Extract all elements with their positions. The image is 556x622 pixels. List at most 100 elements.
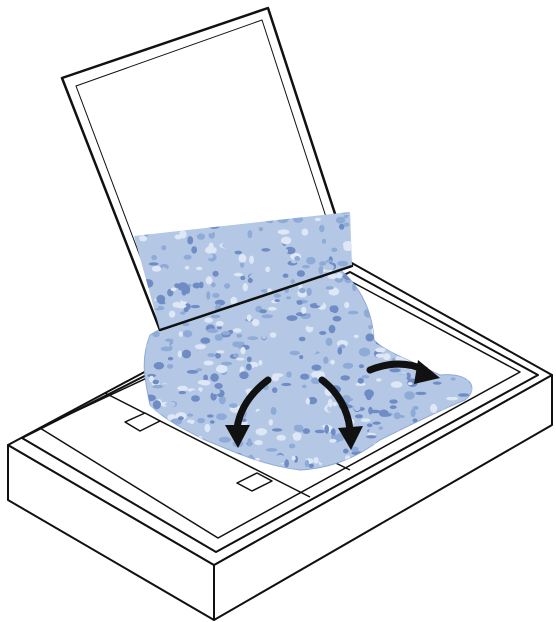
- granule: [206, 276, 213, 284]
- granule: [363, 264, 370, 267]
- granule: [366, 394, 372, 400]
- granule: [298, 380, 307, 385]
- granule: [183, 330, 192, 337]
- granule: [236, 358, 244, 361]
- granule: [235, 251, 242, 255]
- granule: [395, 264, 406, 272]
- granule: [385, 376, 392, 379]
- granule: [247, 438, 251, 447]
- granule: [291, 279, 296, 284]
- granule: [323, 264, 334, 270]
- granule: [383, 353, 391, 360]
- granule: [476, 305, 483, 311]
- granule: [249, 256, 254, 264]
- granule: [282, 293, 286, 299]
- granule: [376, 354, 385, 358]
- granule: [207, 353, 215, 357]
- granule: [294, 256, 300, 261]
- granule: [433, 297, 442, 303]
- granule: [159, 234, 167, 239]
- granule: [302, 265, 310, 268]
- granule: [204, 361, 214, 366]
- granule: [462, 309, 473, 318]
- granule: [197, 327, 206, 335]
- granule: [297, 300, 303, 305]
- granule: [187, 236, 193, 244]
- granule: [292, 401, 297, 407]
- granule: [417, 269, 423, 273]
- granule: [302, 229, 309, 236]
- granule: [266, 448, 278, 452]
- granule: [142, 340, 147, 345]
- granule: [274, 350, 284, 358]
- granule: [265, 259, 272, 265]
- granule: [233, 328, 241, 332]
- granule: [366, 334, 375, 342]
- granule: [278, 229, 290, 234]
- granule: [469, 295, 477, 302]
- granule: [276, 435, 286, 441]
- granule: [422, 263, 429, 269]
- granule: [232, 341, 241, 347]
- granule: [236, 334, 242, 338]
- granule: [290, 351, 300, 356]
- granule: [272, 375, 280, 381]
- granule: [210, 373, 218, 382]
- granule: [299, 337, 306, 342]
- granule: [430, 404, 437, 413]
- granule: [211, 282, 216, 287]
- granule: [147, 241, 154, 248]
- granule: [367, 423, 373, 427]
- granule: [357, 397, 362, 404]
- granule: [181, 296, 190, 301]
- granule: [137, 303, 145, 307]
- granule: [461, 272, 469, 279]
- granule: [178, 416, 184, 420]
- granule: [355, 414, 363, 418]
- granule: [239, 254, 247, 263]
- granule: [318, 456, 327, 463]
- granule: [348, 311, 359, 315]
- granule: [411, 409, 416, 417]
- granule: [240, 276, 245, 280]
- granule: [354, 236, 358, 244]
- granule: [193, 283, 201, 289]
- granule: [375, 348, 385, 353]
- granule: [140, 298, 148, 304]
- granule: [252, 319, 260, 326]
- granule: [336, 273, 342, 279]
- granule: [216, 365, 228, 373]
- granule: [433, 382, 442, 385]
- granule: [222, 331, 231, 335]
- granule: [312, 365, 322, 371]
- granule: [286, 315, 297, 321]
- granule: [161, 245, 166, 250]
- granule: [359, 348, 370, 357]
- granule: [268, 307, 277, 311]
- granule: [173, 272, 180, 275]
- granule: [185, 266, 190, 270]
- granule: [219, 437, 231, 443]
- granule: [259, 227, 263, 231]
- granule: [348, 214, 356, 222]
- granule: [322, 239, 326, 244]
- granule: [330, 360, 335, 365]
- granule: [292, 432, 301, 441]
- granule: [354, 335, 359, 339]
- granule: [366, 435, 376, 438]
- granule: [333, 402, 337, 406]
- granule: [343, 449, 349, 454]
- granule: [292, 456, 296, 461]
- granule: [389, 399, 397, 403]
- granule: [381, 413, 392, 417]
- granule: [442, 389, 450, 398]
- granule: [319, 331, 326, 335]
- granule: [358, 378, 364, 384]
- granule: [433, 297, 441, 302]
- granule: [239, 371, 248, 379]
- granule: [152, 331, 159, 337]
- granule: [247, 314, 252, 321]
- granule: [333, 316, 342, 322]
- granule: [265, 267, 270, 273]
- granule: [324, 441, 329, 445]
